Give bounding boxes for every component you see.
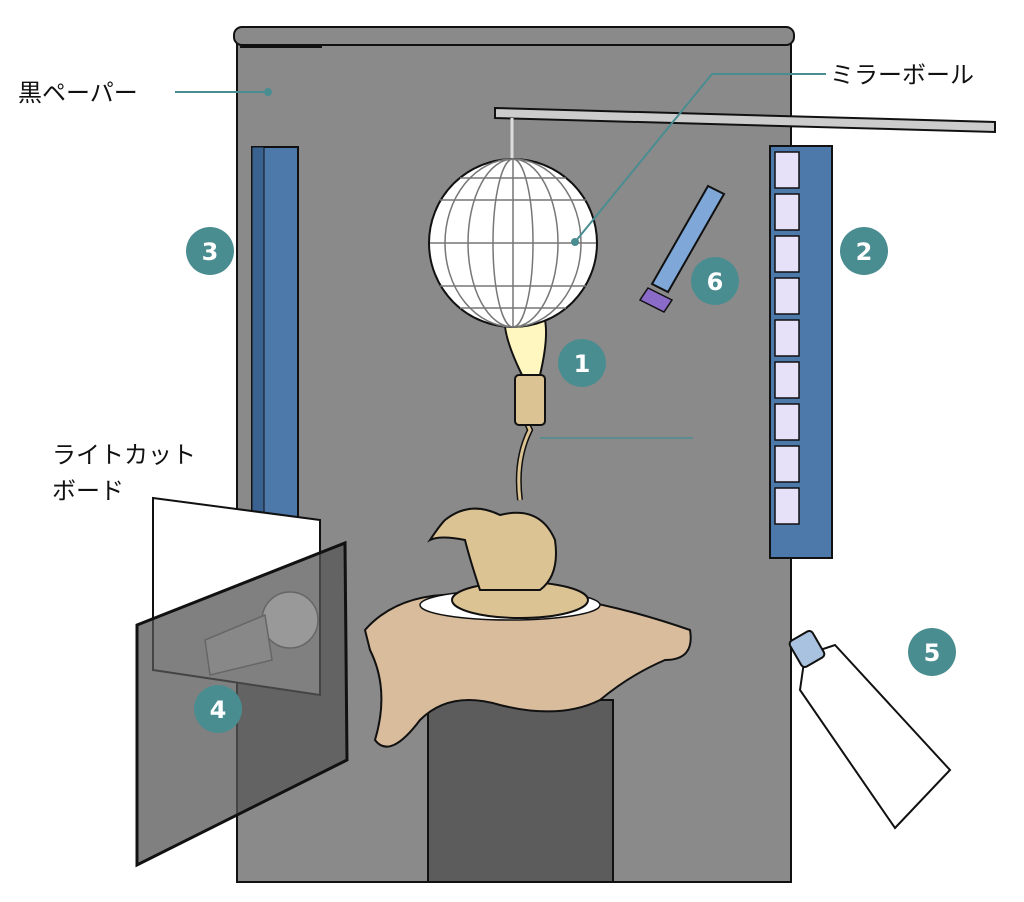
- marker-1: 1: [558, 339, 606, 387]
- light-cut-board: [135, 496, 349, 868]
- spotlight: [788, 629, 952, 830]
- svg-text:3: 3: [202, 238, 219, 266]
- flashlight: [638, 184, 726, 313]
- pole: [494, 106, 996, 160]
- svg-text:4: 4: [210, 696, 227, 724]
- light-cut-board-label-line2: ボード: [52, 477, 124, 505]
- led-panel-right: [769, 145, 833, 559]
- svg-text:2: 2: [856, 238, 873, 266]
- elephant-lamp: [427, 296, 693, 619]
- marker-5: 5: [908, 628, 956, 676]
- marker-6: 6: [691, 257, 739, 305]
- svg-text:5: 5: [924, 639, 941, 667]
- black-paper-label: 黒ペーパー: [18, 79, 138, 107]
- svg-text:1: 1: [574, 350, 591, 378]
- marker-4: 4: [194, 685, 242, 733]
- mirror-ball-label: ミラーボール: [830, 61, 974, 89]
- mirror-ball: [428, 158, 598, 328]
- led-panel-left: [251, 146, 299, 518]
- marker-3: 3: [186, 227, 234, 275]
- light-cut-board-label-line1: ライトカット: [52, 441, 196, 469]
- marker-2: 2: [840, 227, 888, 275]
- svg-text:6: 6: [707, 268, 724, 296]
- pedestal: [363, 589, 692, 883]
- mirror-ball-leader: [574, 73, 826, 243]
